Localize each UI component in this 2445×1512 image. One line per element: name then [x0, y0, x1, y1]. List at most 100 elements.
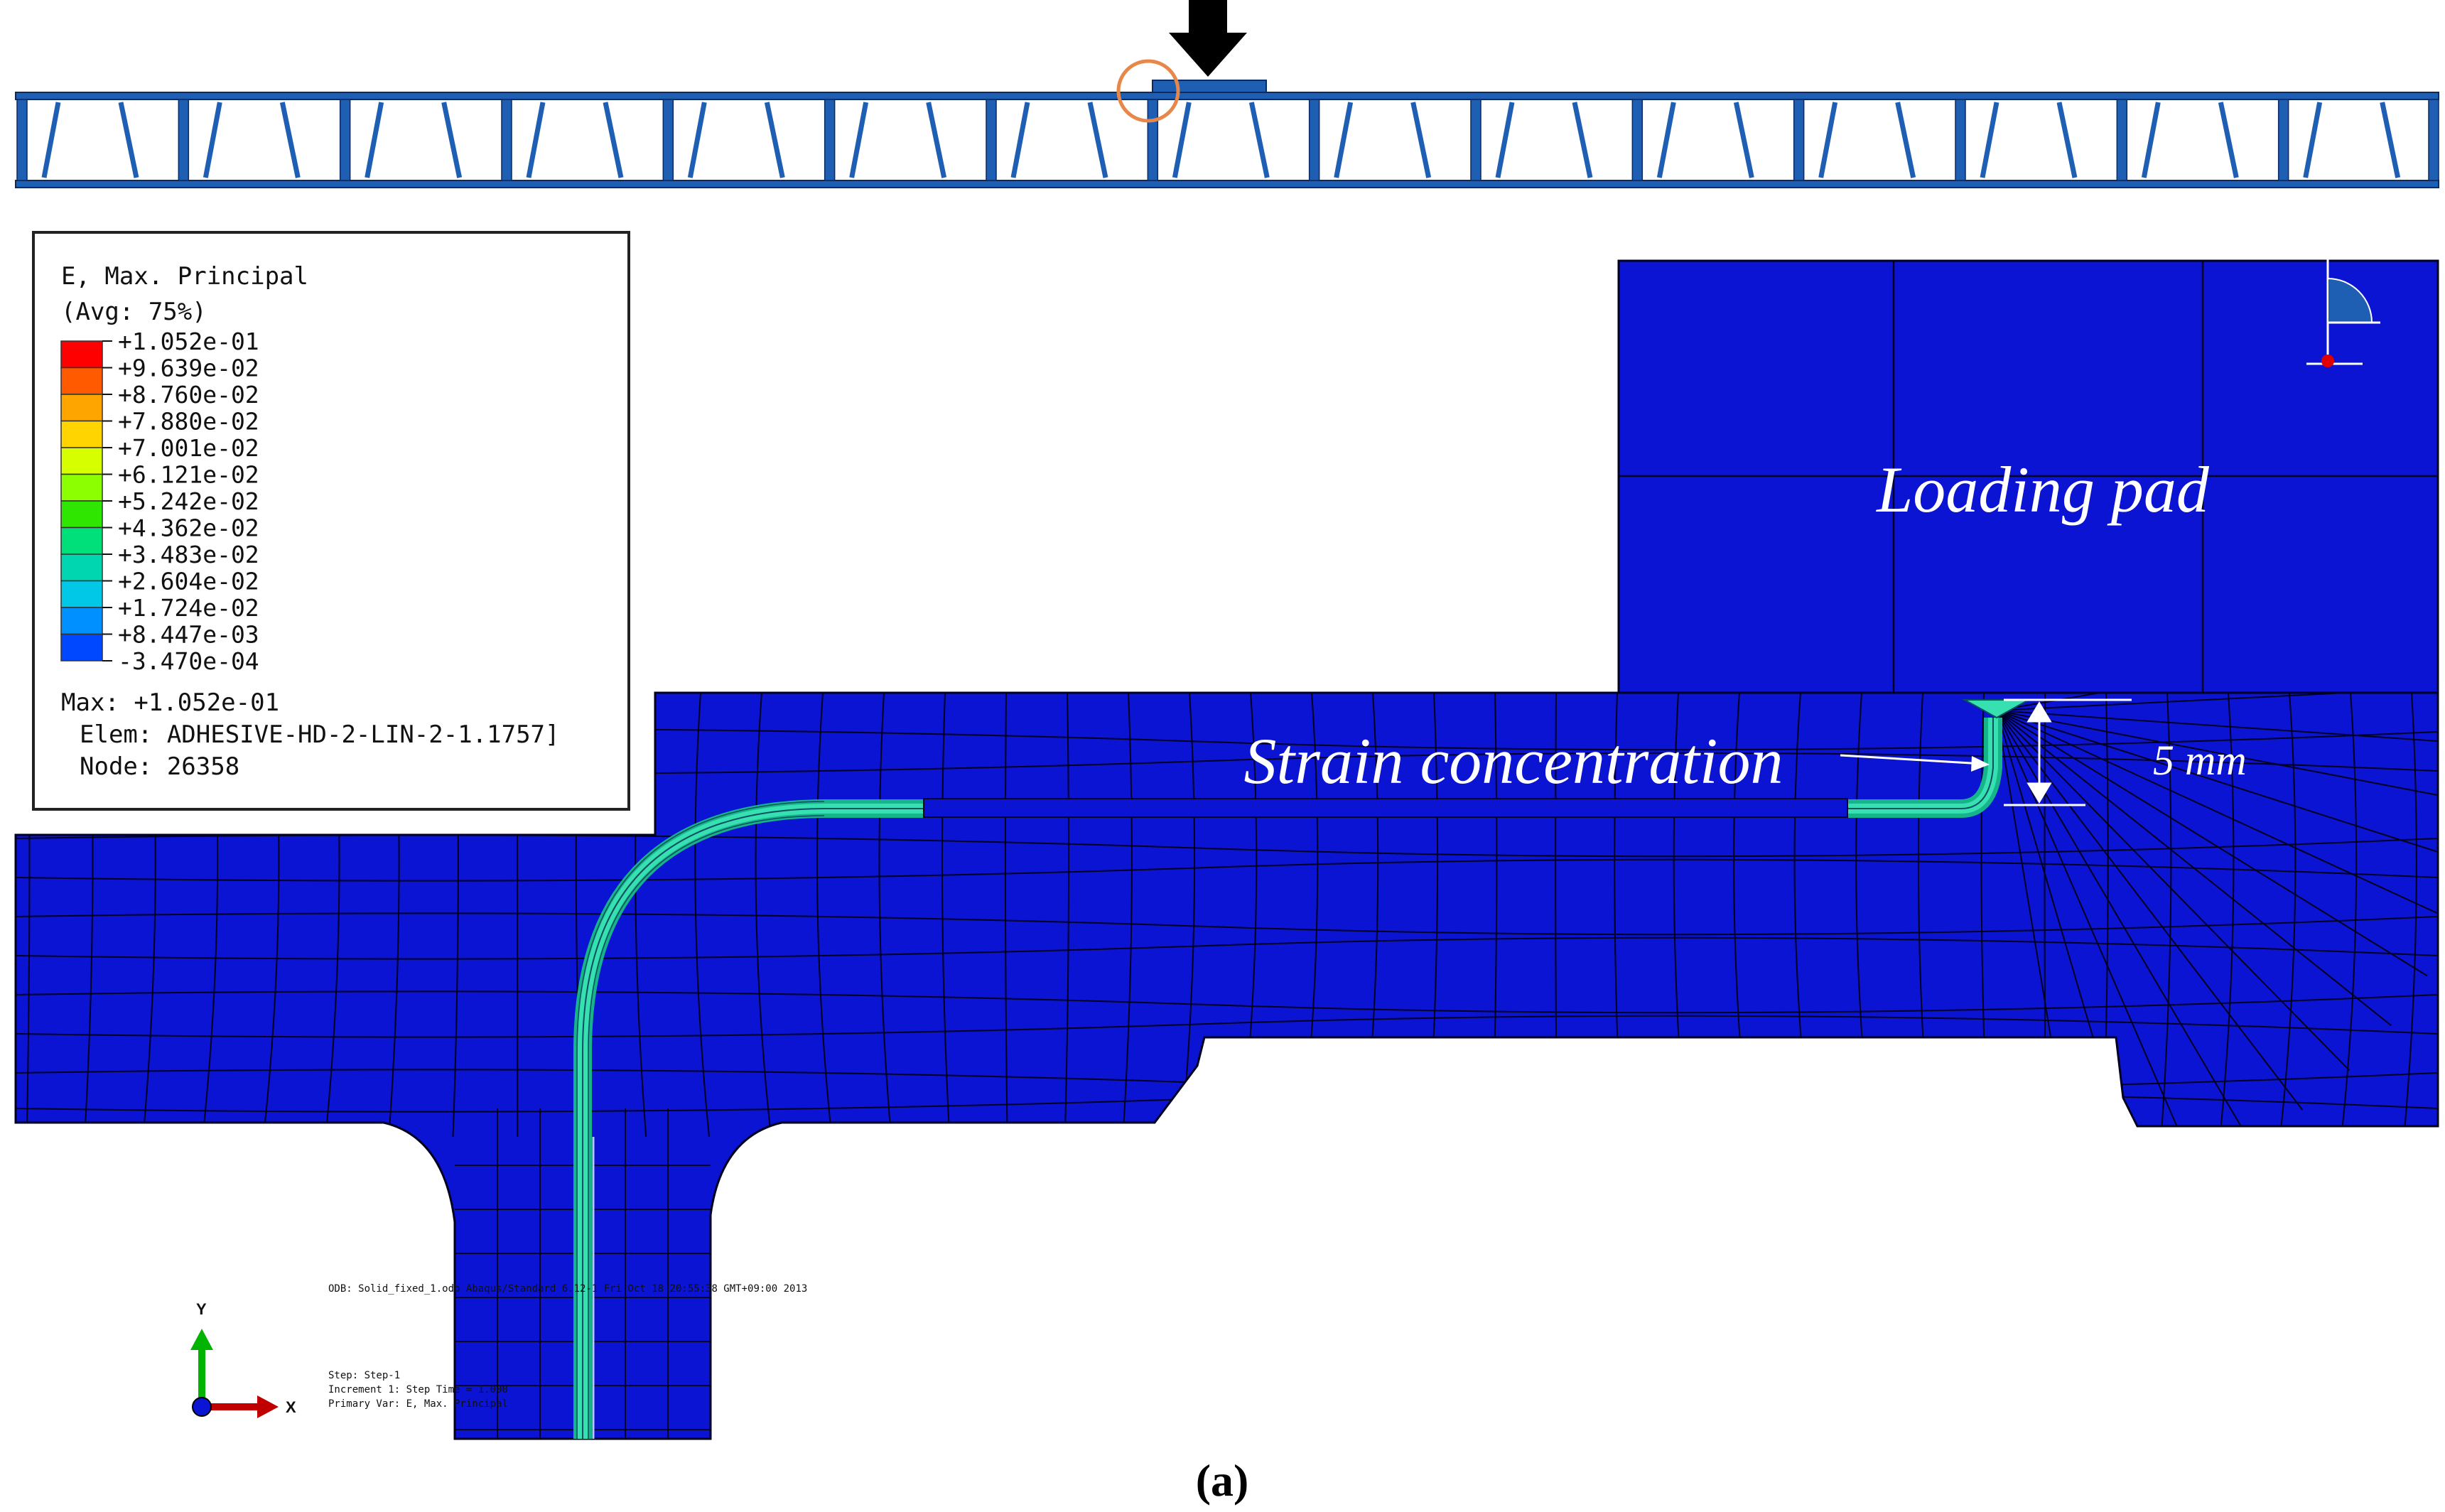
- contour-legend: E, Max. Principal (Avg: 75%) +1.052e-01+…: [32, 231, 630, 811]
- mesh-line: [1180, 693, 1196, 1138]
- mesh-line: [1996, 710, 2438, 867]
- axis-triad: Y X: [190, 1300, 296, 1418]
- core-web: [41, 102, 61, 178]
- core-cells: [16, 99, 2439, 181]
- core-post: [1793, 99, 1805, 181]
- panel-overview: [15, 0, 2439, 188]
- load-arrow-icon: [1169, 0, 1247, 77]
- step-info: Step: Step-1: [328, 1370, 400, 1381]
- core-web: [1572, 102, 1593, 178]
- triad-x-label: X: [286, 1398, 296, 1416]
- mesh-line: [1996, 693, 2438, 711]
- mesh-line: [1996, 710, 2438, 808]
- mesh-line: [1122, 693, 1133, 1138]
- mesh-line: [941, 693, 951, 1138]
- legend-band: [60, 367, 103, 395]
- legend-level-label: +3.483e-02: [118, 541, 259, 568]
- legend-max: Max: +1.052e-01: [61, 688, 279, 717]
- legend-band: [60, 447, 103, 475]
- core-web: [2141, 102, 2161, 178]
- core-web: [1334, 102, 1354, 178]
- legend-level-label: +6.121e-02: [118, 461, 259, 489]
- mesh-line: [16, 834, 2438, 858]
- adhesive-layer: [573, 699, 2031, 1439]
- core-web: [1410, 102, 1432, 178]
- legend-band: [60, 526, 103, 555]
- core-web: [526, 102, 546, 178]
- core-web: [687, 102, 707, 178]
- core-post: [2428, 99, 2439, 181]
- legend-band: [60, 394, 103, 422]
- core-web: [118, 102, 139, 178]
- core-web: [2218, 102, 2239, 178]
- increment-info: Increment 1: Step Time = 1.000: [328, 1384, 508, 1395]
- legend-level-label: +1.052e-01: [118, 328, 259, 355]
- legend-title: E, Max. Principal: [61, 262, 308, 291]
- mesh-line: [694, 693, 711, 1138]
- legend-level-label: -3.470e-04: [118, 647, 259, 675]
- legend-band: [60, 420, 103, 448]
- loading-pad-gridlines: [1619, 261, 2438, 693]
- core-web: [1495, 102, 1515, 178]
- mesh-line: [2160, 693, 2172, 1138]
- core-web: [441, 102, 463, 178]
- dimension-arrow: [2004, 698, 2132, 806]
- core-post: [339, 99, 351, 181]
- solver-footer: ODB: Solid_fixed_1.odb Abaqus/Standard 6…: [328, 1283, 807, 1410]
- core-web: [1895, 102, 1916, 178]
- legend-level-label: +8.760e-02: [118, 381, 259, 409]
- mesh-line: [1996, 693, 2438, 711]
- legend-band: [60, 473, 103, 502]
- legend-subtitle: (Avg: 75%): [61, 298, 207, 326]
- mesh-line: [2219, 693, 2235, 1138]
- core-post: [1631, 99, 1644, 181]
- legend-level-label: +7.880e-02: [118, 408, 259, 436]
- core-web: [2303, 102, 2323, 178]
- mesh-line: [1996, 710, 2350, 1071]
- mesh-line: [755, 693, 772, 1138]
- core-web: [926, 102, 947, 178]
- core-post: [986, 99, 997, 181]
- core-post: [1308, 99, 1320, 181]
- bottom-face-sheet: [15, 180, 2439, 188]
- core-post: [178, 99, 190, 181]
- core-post: [2277, 99, 2289, 181]
- loading-pad-small: [1152, 80, 1267, 93]
- view-orientation-icon: [2306, 256, 2380, 367]
- top-face-sheet: [15, 92, 2439, 100]
- core-web: [1656, 102, 1676, 178]
- core-web: [2380, 102, 2401, 178]
- strain-concentration-label: Strain concentration: [1244, 725, 1783, 797]
- legend-color-bands: [60, 340, 103, 662]
- core-web: [764, 102, 785, 178]
- mesh-line: [16, 912, 2438, 936]
- core-post: [16, 99, 28, 181]
- core-web: [1248, 102, 1270, 178]
- legend-level-label: +2.604e-02: [118, 568, 259, 595]
- core-web: [203, 102, 222, 178]
- legend-band: [60, 554, 103, 582]
- legend-box: [32, 231, 630, 811]
- mesh-line: [2403, 693, 2417, 1138]
- mesh-line: [1996, 710, 2438, 747]
- core-post: [824, 99, 836, 181]
- legend-level-labels: +1.052e-01+9.639e-02+8.760e-02+7.880e-02…: [102, 328, 259, 675]
- core-web: [603, 102, 624, 178]
- core-web: [2056, 102, 2078, 178]
- mesh-line: [16, 1015, 2438, 1038]
- core-post: [1147, 99, 1159, 181]
- mesh-line: [878, 693, 892, 1138]
- legend-node: Node: 26358: [80, 752, 239, 781]
- core-web: [849, 102, 869, 178]
- mesh-line: [1064, 693, 1070, 1138]
- legend-level-label: +9.639e-02: [118, 355, 259, 382]
- legend-band: [60, 500, 103, 529]
- beam-body-mesh: [14, 691, 2439, 1440]
- mesh-line: [1996, 710, 2304, 1111]
- core-web: [1818, 102, 1838, 178]
- legend-band: [60, 607, 103, 635]
- core-web: [279, 102, 301, 178]
- core-post: [2116, 99, 2128, 181]
- primary-var-info: Primary Var: E, Max. Principal: [328, 1398, 508, 1410]
